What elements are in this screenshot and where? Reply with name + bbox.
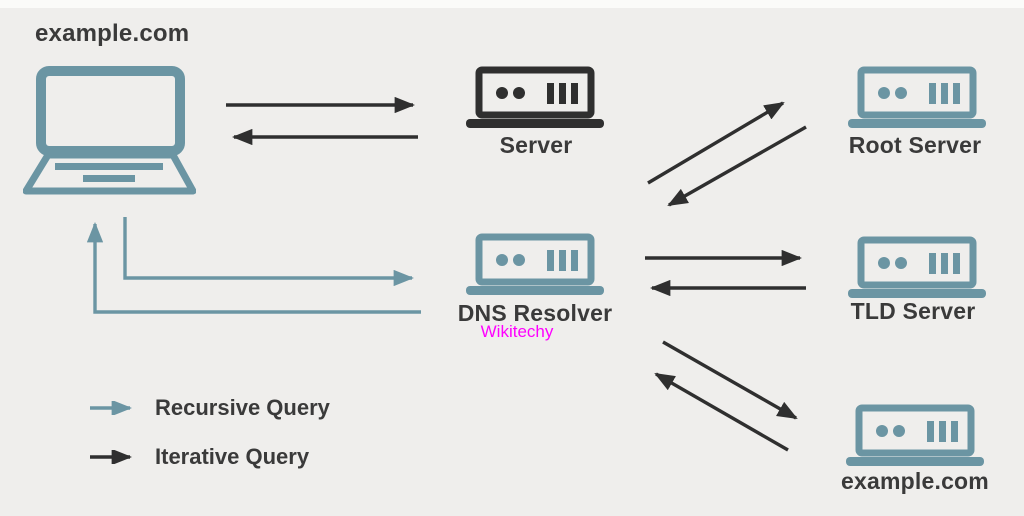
root-server-label: Root Server (848, 132, 982, 158)
tld-server-label: TLD Server (850, 298, 976, 324)
arrow-resolver-to-root (647, 101, 785, 185)
legend-label-iterative: Iterative Query (155, 444, 310, 469)
laptop-icon (23, 66, 196, 195)
root-server-icon (848, 66, 986, 128)
arrow-root-to-resolver (667, 125, 807, 207)
dns-resolver-icon (466, 233, 604, 295)
watermark-text: Wikitechy (480, 322, 554, 341)
legend-item-iterative: Iterative Query (88, 444, 309, 470)
top-edge-strip (0, 0, 1024, 8)
arrow-client-to-resolver (123, 217, 415, 287)
tld-server-icon (848, 236, 986, 298)
arrow-resolver-to-client (86, 221, 421, 314)
client-label: example.com (35, 20, 190, 47)
arrow-resolver-to-authoritative (662, 340, 798, 420)
recursive-arrow-icon (90, 401, 133, 415)
legend-item-recursive: Recursive Query (88, 395, 330, 421)
server-label: Server (499, 132, 573, 158)
server-icon (466, 66, 604, 128)
dns-resolver-label: DNS Resolver (457, 300, 613, 326)
arrow-authoritative-to-resolver (654, 372, 789, 452)
authoritative-server-icon (846, 404, 984, 466)
authoritative-server-label: example.com (841, 468, 989, 494)
legend-label-recursive: Recursive Query (155, 395, 330, 420)
iterative-arrow-icon (90, 450, 133, 464)
